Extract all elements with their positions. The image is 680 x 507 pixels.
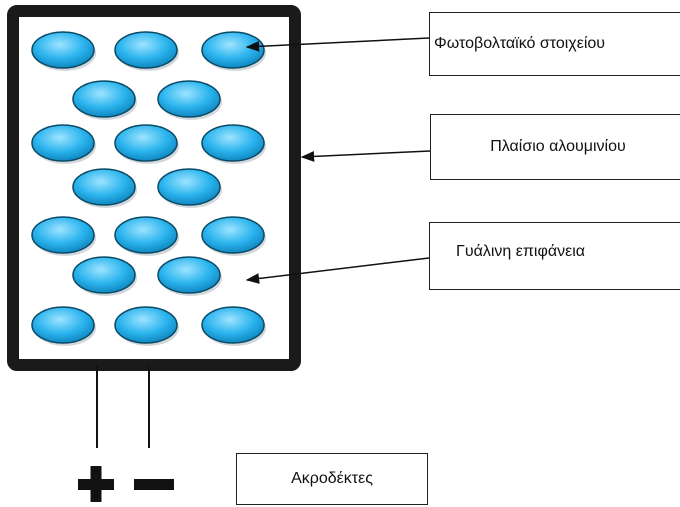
terminals-label-text: Ακροδέκτες xyxy=(291,470,373,487)
glass-surface xyxy=(19,17,289,359)
aluminium-frame xyxy=(7,5,301,371)
pv-cell xyxy=(201,306,265,344)
pv-cell xyxy=(72,80,136,118)
glass-surface-label-text: Γυάλινη επιφάνεια xyxy=(456,243,585,260)
pv-cell xyxy=(31,124,95,162)
leader-glass-surface xyxy=(245,257,430,284)
leader-aluminium-frame xyxy=(300,150,431,162)
pv-cell xyxy=(114,306,178,344)
pv-cell-label: Φωτοβολταϊκό στοιχείου xyxy=(429,12,680,76)
pv-cell xyxy=(157,256,221,294)
pv-cell xyxy=(114,216,178,254)
pv-cell xyxy=(31,306,95,344)
aluminium-frame-label: Πλαίσιο αλουμινίου xyxy=(430,114,680,180)
pv-cell-label-text: Φωτοβολταϊκό στοιχείου xyxy=(434,35,606,52)
pv-cell xyxy=(201,124,265,162)
pv-cell xyxy=(157,168,221,206)
pv-cell xyxy=(114,31,178,69)
negative-terminal-icon xyxy=(134,479,174,490)
pv-cell xyxy=(31,31,95,69)
positive-terminal-icon xyxy=(78,466,114,502)
pv-cell xyxy=(114,124,178,162)
pv-cell xyxy=(72,168,136,206)
leader-pv-cell xyxy=(245,37,430,52)
pv-cell xyxy=(72,256,136,294)
glass-surface-label: Γυάλινη επιφάνεια xyxy=(429,222,680,290)
pv-cell xyxy=(201,31,265,69)
pv-cells xyxy=(31,31,266,346)
pv-cell xyxy=(157,80,221,118)
aluminium-frame-label-text: Πλαίσιο αλουμινίου xyxy=(490,138,626,155)
pv-cell xyxy=(31,216,95,254)
pv-cell xyxy=(201,216,265,254)
terminals-label: Ακροδέκτες xyxy=(236,453,428,505)
